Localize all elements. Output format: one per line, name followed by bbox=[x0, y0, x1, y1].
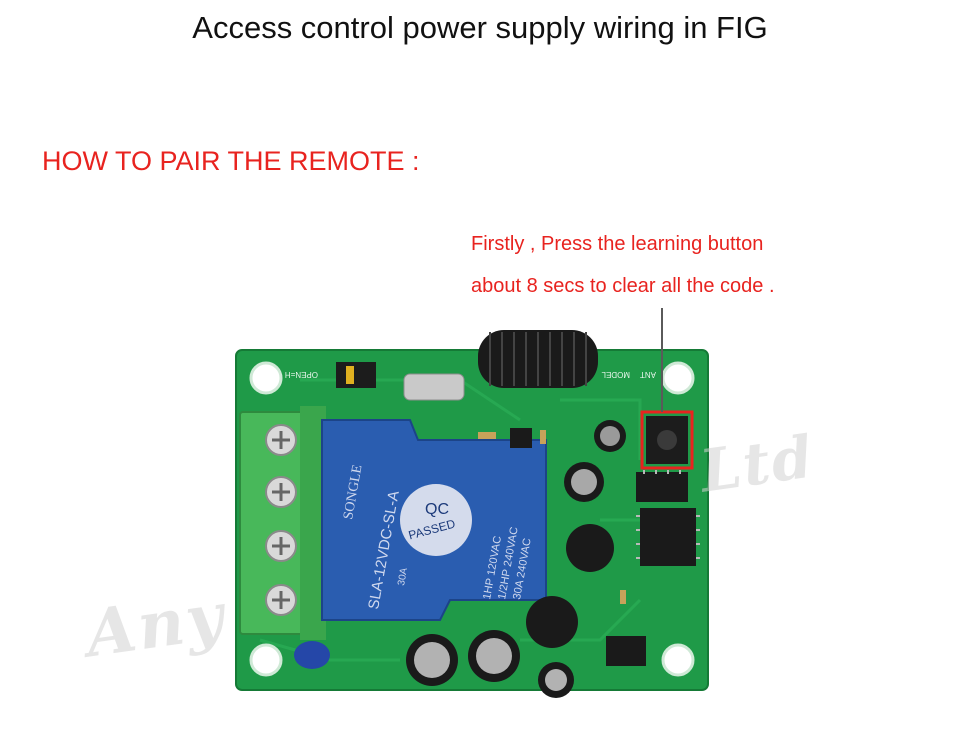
ic-pins bbox=[636, 470, 700, 559]
page-title: Access control power supply wiring in FI… bbox=[192, 10, 768, 45]
terminal-block bbox=[239, 406, 326, 640]
jumper bbox=[336, 362, 376, 388]
transistor bbox=[510, 428, 532, 448]
blue-capacitor bbox=[294, 641, 330, 669]
capacitors bbox=[406, 420, 626, 698]
relay bbox=[321, 419, 547, 621]
relay-rating-amp: 30A bbox=[396, 567, 410, 587]
jumper-label: OPEN=H bbox=[285, 370, 318, 379]
instruction-line-2: about 8 secs to clear all the code . bbox=[471, 275, 775, 297]
model-label: MODEL bbox=[601, 370, 630, 379]
section-heading: HOW TO PAIR THE REMOTE : bbox=[42, 146, 420, 176]
small-components bbox=[478, 430, 626, 604]
qc-label: QC bbox=[425, 501, 449, 518]
crystal bbox=[403, 373, 465, 401]
ic-chips bbox=[606, 472, 696, 666]
learning-button-highlight bbox=[640, 410, 694, 470]
mounting-holes bbox=[249, 361, 695, 677]
antenna-coil bbox=[478, 330, 598, 388]
ant-label: ANT bbox=[640, 370, 656, 379]
inductors bbox=[526, 524, 614, 648]
instruction-line-1: Firstly , Press the learning button bbox=[471, 233, 764, 255]
learning-button bbox=[640, 410, 694, 470]
qc-sticker bbox=[400, 484, 472, 556]
